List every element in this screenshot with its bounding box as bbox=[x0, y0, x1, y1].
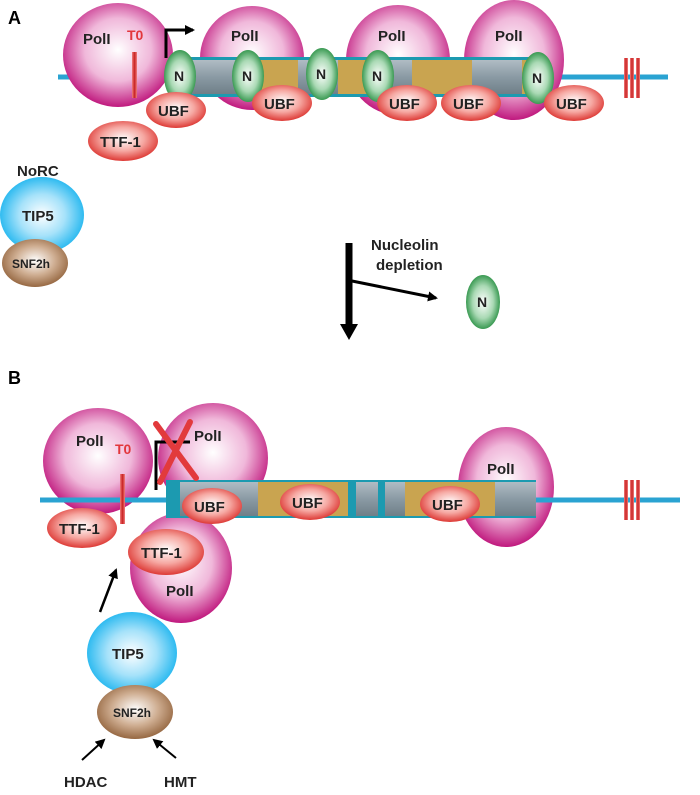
tip5-protein: TIP5 bbox=[87, 612, 177, 694]
ttf1-protein: TTF-1 bbox=[88, 121, 158, 161]
ubf-protein: UBF bbox=[420, 486, 480, 522]
pol-label: PolI bbox=[166, 583, 194, 600]
pol-label: PolI bbox=[495, 28, 523, 45]
hdac-arrow bbox=[81, 738, 106, 761]
pol-label: PolI bbox=[76, 433, 104, 450]
norc-label: NoRC bbox=[17, 163, 59, 180]
ubf-protein: UBF bbox=[182, 488, 242, 524]
nucleolin-protein: N bbox=[362, 50, 394, 102]
pol-label: PolI bbox=[194, 428, 222, 445]
pol-i-complex bbox=[43, 408, 153, 514]
svg-text:TTF-1: TTF-1 bbox=[100, 134, 141, 151]
blocked-x-mark bbox=[153, 419, 199, 485]
svg-text:UBF: UBF bbox=[556, 96, 587, 113]
svg-text:N: N bbox=[174, 68, 184, 84]
nucleolin-protein: N bbox=[164, 50, 196, 102]
svg-text:UBF: UBF bbox=[453, 96, 484, 113]
pol-label: PolI bbox=[231, 28, 259, 45]
ubf-protein: UBF bbox=[441, 85, 501, 121]
transcription-start-arrow bbox=[164, 25, 195, 58]
svg-text:UBF: UBF bbox=[158, 103, 189, 120]
t0-terminator-mark bbox=[132, 52, 137, 98]
t0-label: T0 bbox=[115, 441, 132, 457]
transition-arrow-head bbox=[340, 324, 358, 340]
hdac-label: HDAC bbox=[64, 774, 107, 791]
nucleolin-removal-arrow bbox=[351, 279, 438, 302]
hmt-arrow bbox=[152, 738, 177, 759]
pol-label: PolI bbox=[487, 461, 515, 478]
ubf-protein: UBF bbox=[377, 85, 437, 121]
svg-text:TIP5: TIP5 bbox=[112, 646, 144, 663]
svg-text:UBF: UBF bbox=[432, 497, 463, 514]
nucleolin-depletion-label-line1: Nucleolin bbox=[371, 237, 439, 254]
ubf-protein: UBF bbox=[544, 85, 604, 121]
svg-text:UBF: UBF bbox=[292, 495, 323, 512]
svg-text:N: N bbox=[532, 70, 542, 86]
ubf-protein: UBF bbox=[146, 92, 206, 128]
svg-text:SNF2h: SNF2h bbox=[113, 706, 151, 720]
ubf-protein: UBF bbox=[280, 484, 340, 520]
ttf1-protein: TTF-1 bbox=[47, 508, 117, 548]
nucleolin-protein: N bbox=[232, 50, 264, 102]
svg-text:N: N bbox=[316, 66, 326, 82]
hmt-label: HMT bbox=[164, 774, 197, 791]
recruitment-arrow bbox=[98, 568, 118, 613]
svg-text:SNF2h: SNF2h bbox=[12, 257, 50, 271]
ubf-protein: UBF bbox=[252, 85, 312, 121]
pol-i-complex bbox=[63, 3, 173, 107]
svg-text:N: N bbox=[372, 68, 382, 84]
t0-label: T0 bbox=[127, 27, 144, 43]
svg-text:N: N bbox=[477, 294, 487, 310]
nucleolin-depletion-label-line2: depletion bbox=[376, 257, 443, 274]
ttf1-protein: TTF-1 bbox=[128, 529, 204, 575]
terminator-bars bbox=[624, 480, 640, 520]
snf2h-protein: SNF2h bbox=[2, 239, 68, 287]
nucleolin-protein: N bbox=[522, 52, 554, 104]
t0-terminator-mark bbox=[120, 474, 125, 524]
svg-text:UBF: UBF bbox=[264, 96, 295, 113]
terminator-bars bbox=[624, 58, 640, 98]
svg-text:TTF-1: TTF-1 bbox=[141, 545, 182, 562]
panel-label-b: B bbox=[8, 368, 21, 388]
svg-text:TTF-1: TTF-1 bbox=[59, 521, 100, 538]
snf2h-protein: SNF2h bbox=[97, 685, 173, 739]
svg-text:UBF: UBF bbox=[194, 499, 225, 516]
svg-text:TIP5: TIP5 bbox=[22, 208, 54, 225]
svg-text:UBF: UBF bbox=[389, 96, 420, 113]
nucleolin-protein: N bbox=[306, 48, 338, 100]
pol-label: PolI bbox=[378, 28, 406, 45]
svg-text:N: N bbox=[242, 68, 252, 84]
nucleolin-protein-released: N bbox=[466, 275, 500, 329]
pol-label: PolI bbox=[83, 31, 111, 48]
panel-label-a: A bbox=[8, 8, 21, 28]
tip5-protein: TIP5 bbox=[0, 177, 84, 253]
